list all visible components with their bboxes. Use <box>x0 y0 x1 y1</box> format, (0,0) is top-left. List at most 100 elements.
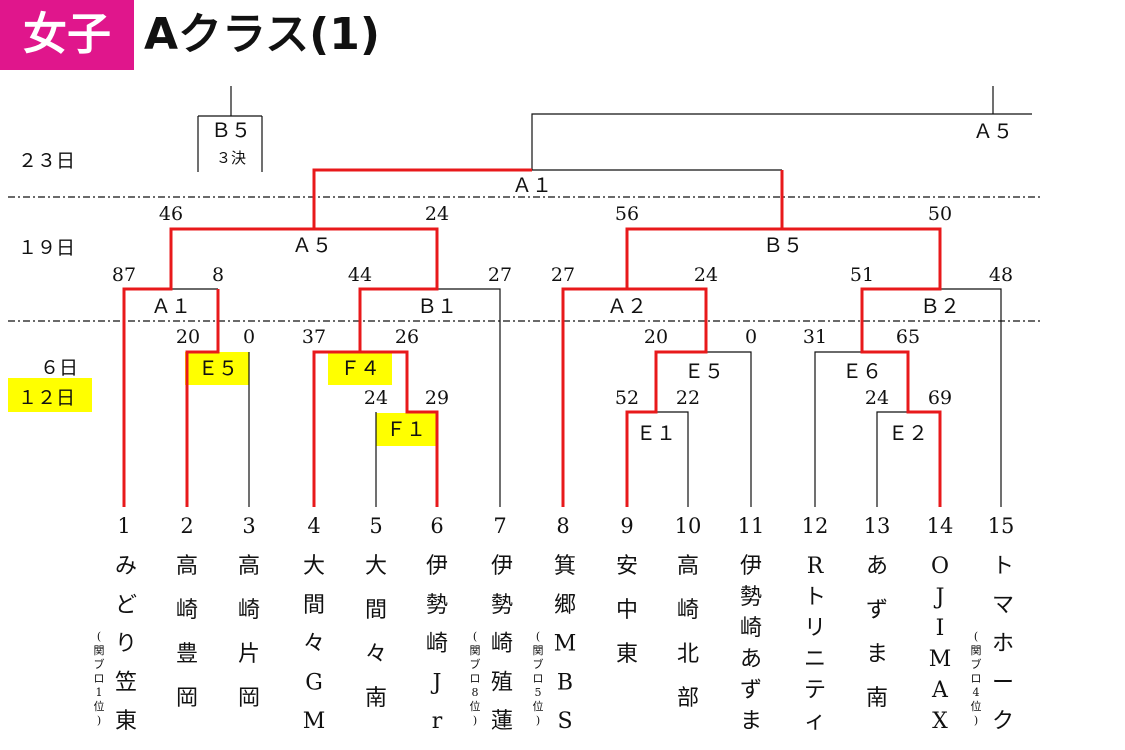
team-name-char: X <box>932 709 948 734</box>
score: 46 <box>159 203 183 225</box>
team-note-char: ロ <box>533 672 544 685</box>
team-name-char: 東 <box>115 709 137 734</box>
team-number: 3 <box>242 514 255 538</box>
team-name-char: I <box>936 616 945 641</box>
team-name-char: み <box>115 554 137 579</box>
team-note-char: 8 <box>472 686 479 699</box>
round-label-day12: １２日 <box>18 387 75 409</box>
team-name-char: ニ <box>804 647 826 672</box>
team-name-char: マ <box>992 593 1014 618</box>
page-title: Aクラス(1) <box>144 9 381 60</box>
score: 20 <box>644 326 668 348</box>
team-number: 9 <box>620 514 633 538</box>
team-name-char: ず <box>740 678 762 703</box>
team-name-char: ホ <box>992 632 1014 657</box>
score: 52 <box>615 387 639 409</box>
team-note-char: 位 <box>470 699 481 713</box>
match-label-e5-right: Ｅ５ <box>684 359 724 383</box>
team-name-char: ど <box>115 593 137 618</box>
team-name-char: M <box>929 647 952 672</box>
team-note-char: ) <box>974 714 978 727</box>
team-name-char: O <box>931 554 949 579</box>
team-name-char: 高 <box>677 554 699 579</box>
team-name-char: S <box>557 709 572 734</box>
team-note-char: ) <box>473 714 477 727</box>
team-name-char: 勢 <box>426 593 448 618</box>
team-name-char: 崎 <box>426 632 448 657</box>
score: 44 <box>348 264 372 286</box>
team-name-char: 岡 <box>238 686 260 711</box>
team-name-char: 南 <box>365 686 387 711</box>
score: 51 <box>850 264 874 286</box>
team-number: 12 <box>802 514 829 538</box>
team-number: 8 <box>556 514 569 538</box>
team-name-char: 崎 <box>491 632 513 657</box>
team-name-char: 岡 <box>176 686 198 711</box>
round-label-day23: ２３日 <box>18 150 75 172</box>
winner-path <box>122 168 942 507</box>
team-name-char: 崎 <box>176 598 198 623</box>
team-name-char: あ <box>866 554 888 579</box>
highlight-e5 <box>185 352 249 385</box>
team-name-char: r <box>432 709 443 734</box>
team-name-char: 伊 <box>740 554 762 579</box>
highlight-day12 <box>8 378 92 412</box>
team-name-char: り <box>115 632 137 657</box>
match-label-f4: Ｆ４ <box>340 356 380 380</box>
team-number: 10 <box>675 514 702 538</box>
team-note-char: ロ <box>971 672 982 685</box>
team-note-char: ) <box>97 714 101 727</box>
team-name-char: 高 <box>176 554 198 579</box>
score: 31 <box>803 326 827 348</box>
team-name-char: R <box>807 554 825 579</box>
team-number: 2 <box>180 514 193 538</box>
score: 20 <box>176 326 200 348</box>
team-name-char: 大 <box>365 554 387 579</box>
score: 65 <box>896 326 920 348</box>
match-label-sf-right: Ｂ５ <box>763 233 803 257</box>
match-label-sf-left: Ａ５ <box>292 233 332 257</box>
team-note-char: 4 <box>973 686 980 699</box>
score: 37 <box>302 326 326 348</box>
team-note-char: ( <box>536 630 540 643</box>
team-name-char: 中 <box>616 598 638 623</box>
team-number: 6 <box>430 514 443 538</box>
team-name-char: 南 <box>866 686 888 711</box>
team-note-char: ブ <box>533 657 544 671</box>
placement-b5-note: ３決 <box>216 149 246 167</box>
team-name-char: 笠 <box>115 670 137 695</box>
team-name-char: 崎 <box>677 598 699 623</box>
team-name-char: 勢 <box>491 593 513 618</box>
score: 0 <box>745 326 757 348</box>
match-label-qf3: Ａ２ <box>607 294 647 318</box>
score: 29 <box>425 387 449 409</box>
team-name-char: 伊 <box>426 554 448 579</box>
team-name-char: 間 <box>365 598 387 623</box>
team-number: 11 <box>738 514 765 538</box>
team-name-char: ず <box>866 598 888 623</box>
team-name-char: 北 <box>677 642 699 667</box>
team-name-char: 間 <box>303 593 325 618</box>
team-name-char: 片 <box>238 642 260 667</box>
score: 27 <box>551 264 575 286</box>
team-number: 1 <box>117 514 130 538</box>
title-badge: 女子 <box>23 9 111 60</box>
team-name-char: 崎 <box>238 598 260 623</box>
team-name-char: 々 <box>303 632 325 657</box>
score: 56 <box>615 203 639 225</box>
team-name-char: ク <box>992 709 1014 734</box>
score: 26 <box>395 326 419 348</box>
team-name-char: ト <box>804 585 826 610</box>
team-note-char: ( <box>974 630 978 643</box>
score: 27 <box>488 264 512 286</box>
team-name-char: 殖 <box>491 670 513 695</box>
team-note-char: ( <box>473 630 477 643</box>
team-note-char: 関 <box>94 644 105 657</box>
team-note-char: 位 <box>94 699 105 713</box>
team-note-char: 関 <box>470 644 481 657</box>
team-name-char: 蓮 <box>491 709 513 734</box>
team-note-char: ロ <box>470 672 481 685</box>
score: 24 <box>865 387 889 409</box>
team-name-char: 東 <box>616 642 638 667</box>
